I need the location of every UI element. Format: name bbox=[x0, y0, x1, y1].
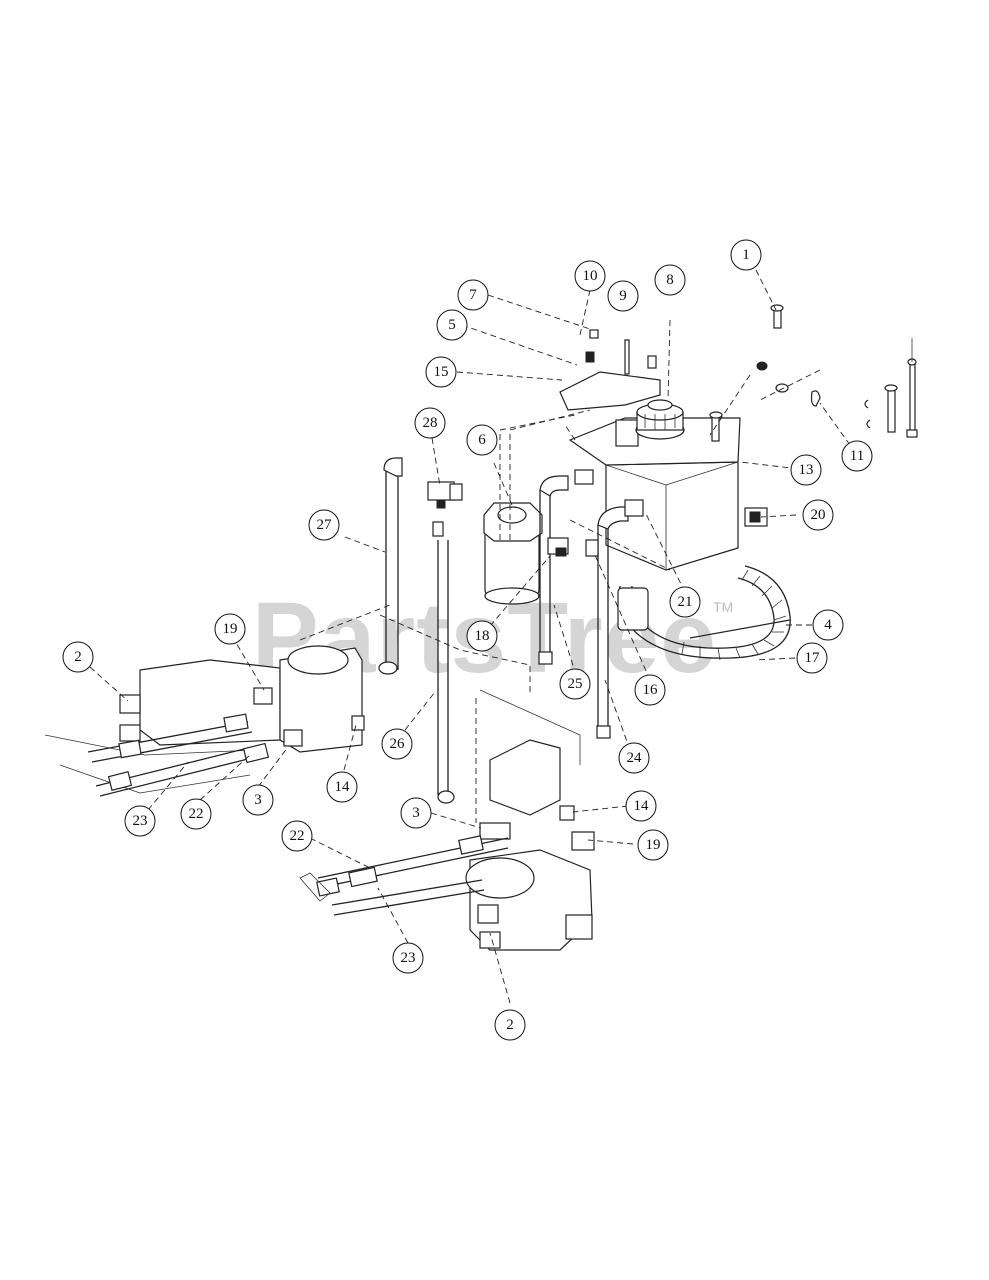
svg-text:5: 5 bbox=[448, 317, 456, 333]
svg-text:18: 18 bbox=[475, 628, 490, 644]
svg-text:27: 27 bbox=[317, 517, 333, 533]
svg-text:15: 15 bbox=[434, 364, 449, 380]
callout-20[interactable]: 20 bbox=[802, 499, 834, 531]
svg-text:17: 17 bbox=[805, 650, 821, 666]
svg-text:22: 22 bbox=[189, 806, 204, 822]
callout-9[interactable]: 9 bbox=[607, 280, 639, 312]
right-pump bbox=[299, 689, 595, 951]
svg-text:9: 9 bbox=[619, 288, 627, 304]
tee-fitting bbox=[427, 481, 463, 537]
svg-text:14: 14 bbox=[335, 779, 351, 795]
hardware-bolts bbox=[709, 304, 918, 442]
hose-26 bbox=[437, 540, 455, 804]
callout-27[interactable]: 27 bbox=[308, 509, 340, 541]
svg-text:21: 21 bbox=[678, 594, 693, 610]
svg-text:7: 7 bbox=[469, 287, 477, 303]
svg-text:2: 2 bbox=[506, 1017, 514, 1033]
callout-2b[interactable]: 2 bbox=[494, 1009, 526, 1041]
svg-text:19: 19 bbox=[223, 621, 238, 637]
callout-19b[interactable]: 19 bbox=[637, 829, 669, 861]
callout-15[interactable]: 15 bbox=[425, 356, 457, 388]
callout-10[interactable]: 10 bbox=[574, 260, 606, 292]
callout-17[interactable]: 17 bbox=[796, 642, 828, 674]
svg-text:22: 22 bbox=[290, 828, 305, 844]
callout-18[interactable]: 18 bbox=[466, 620, 498, 652]
callout-26[interactable]: 26 bbox=[381, 728, 413, 760]
svg-text:6: 6 bbox=[478, 432, 486, 448]
hose-24 bbox=[596, 506, 629, 739]
svg-text:26: 26 bbox=[390, 736, 406, 752]
svg-text:13: 13 bbox=[799, 462, 814, 478]
callout-21[interactable]: 21 bbox=[669, 586, 701, 618]
callout-6[interactable]: 6 bbox=[466, 424, 498, 456]
callout-25[interactable]: 25 bbox=[559, 668, 591, 700]
callout-23b[interactable]: 23 bbox=[392, 942, 424, 974]
svg-text:8: 8 bbox=[666, 272, 674, 288]
callout-5[interactable]: 5 bbox=[436, 309, 468, 341]
svg-text:28: 28 bbox=[423, 415, 438, 431]
callout-22b[interactable]: 22 bbox=[281, 820, 313, 852]
svg-text:3: 3 bbox=[254, 792, 262, 808]
hose-25 bbox=[538, 475, 569, 665]
hose-ribs bbox=[681, 569, 787, 661]
watermark-tm: TM bbox=[713, 599, 733, 615]
svg-text:16: 16 bbox=[643, 682, 659, 698]
callout-22a[interactable]: 22 bbox=[180, 798, 212, 830]
callout-7[interactable]: 7 bbox=[457, 279, 489, 311]
callout-13[interactable]: 13 bbox=[790, 454, 822, 486]
callout-23a[interactable]: 23 bbox=[124, 805, 156, 837]
callout-4[interactable]: 4 bbox=[812, 609, 844, 641]
callout-24[interactable]: 24 bbox=[618, 742, 650, 774]
callout-2a[interactable]: 2 bbox=[62, 641, 94, 673]
callout-11[interactable]: 11 bbox=[841, 440, 873, 472]
svg-text:3: 3 bbox=[412, 805, 420, 821]
suction-hose-17 bbox=[617, 565, 791, 661]
fittings bbox=[547, 469, 768, 557]
route-lines bbox=[299, 369, 821, 823]
callout-3a[interactable]: 3 bbox=[242, 784, 274, 816]
svg-text:19: 19 bbox=[646, 837, 661, 853]
callout-14a[interactable]: 14 bbox=[326, 771, 358, 803]
svg-text:20: 20 bbox=[811, 507, 826, 523]
callout-19a[interactable]: 19 bbox=[214, 613, 246, 645]
callout-1[interactable]: 1 bbox=[730, 239, 762, 271]
filler-cap bbox=[635, 399, 685, 440]
svg-text:25: 25 bbox=[568, 676, 583, 692]
svg-text:4: 4 bbox=[824, 617, 832, 633]
callout-3b[interactable]: 3 bbox=[400, 797, 432, 829]
svg-text:2: 2 bbox=[74, 649, 82, 665]
svg-text:11: 11 bbox=[850, 448, 864, 464]
mounting-bracket bbox=[559, 329, 661, 411]
svg-text:1: 1 bbox=[742, 247, 750, 263]
hydraulic-reservoir-tank bbox=[568, 417, 741, 571]
oil-filter bbox=[483, 502, 543, 605]
callout-28[interactable]: 28 bbox=[414, 407, 446, 439]
hose-27 bbox=[378, 457, 403, 675]
callout-8[interactable]: 8 bbox=[654, 264, 686, 296]
svg-text:24: 24 bbox=[627, 750, 643, 766]
callout-16[interactable]: 16 bbox=[634, 674, 666, 706]
svg-text:14: 14 bbox=[634, 798, 650, 814]
callout-14b[interactable]: 14 bbox=[625, 790, 657, 822]
left-pump bbox=[44, 645, 365, 797]
svg-text:23: 23 bbox=[133, 813, 148, 829]
svg-text:10: 10 bbox=[583, 268, 598, 284]
svg-text:23: 23 bbox=[401, 950, 416, 966]
